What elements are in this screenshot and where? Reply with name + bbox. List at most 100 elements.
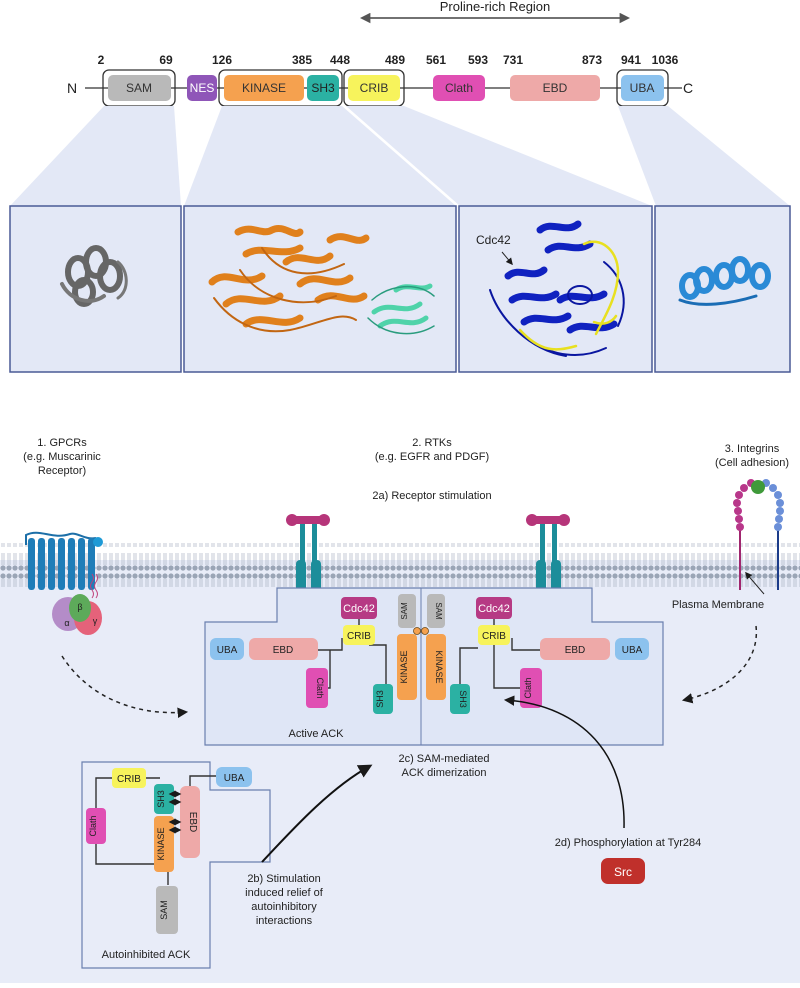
crib-domain <box>348 75 400 101</box>
clath-left-label: Clath <box>315 677 325 698</box>
position-1036: 1036 <box>652 53 679 67</box>
uba-structure-image <box>678 256 771 306</box>
crib-right <box>478 625 510 645</box>
structure-panels: Cdc42 <box>9 205 791 373</box>
sam-domain-label: SAM <box>126 81 152 95</box>
gpcr-subtitle-2: Receptor) <box>38 465 86 477</box>
sam-left <box>398 594 416 628</box>
crib-domain-label: CRIB <box>360 81 389 95</box>
cdc42-right <box>476 597 512 619</box>
sh3-left-label: SH3 <box>375 690 385 708</box>
src-kinase <box>601 858 645 884</box>
clath-domain <box>433 75 485 101</box>
active-ack-label: Active ACK <box>288 728 344 740</box>
domain-bar: N C SAM NES KINASE SH3 CRIB Clath EBD UB… <box>67 53 693 107</box>
callout-wedges <box>10 106 790 206</box>
ebd-right <box>540 638 610 660</box>
kinase-left-label: KINASE <box>399 650 409 683</box>
cdc42-left <box>341 597 377 619</box>
kinase-domain-label: KINASE <box>242 81 286 95</box>
sam-domain <box>108 75 171 101</box>
crib-right-label: CRIB <box>482 631 506 642</box>
position-489: 489 <box>385 53 405 67</box>
relief-label-line2: induced relief of <box>245 887 324 899</box>
cdc42-structure-arrow <box>501 251 513 266</box>
g-beta-label: β <box>77 602 82 612</box>
crib-left-label: CRIB <box>347 631 371 642</box>
g-protein: α β γ <box>52 573 102 635</box>
position-593: 593 <box>468 53 488 67</box>
position-69: 69 <box>159 53 173 67</box>
crib-left <box>343 625 375 645</box>
uba-autoinhibited <box>216 767 252 787</box>
position-731: 731 <box>503 53 523 67</box>
clath-autoinhibited <box>86 808 106 844</box>
ebd-autoinhibited-label: EBD <box>187 812 198 833</box>
dimerization-label-line1: 2c) SAM-mediated <box>398 753 489 765</box>
kinase-right <box>426 634 446 700</box>
sam-wedge <box>10 106 181 206</box>
receptor-stimulation-label: 2a) Receptor stimulation <box>372 490 491 502</box>
uba-wedge <box>618 106 790 206</box>
kinase-left <box>397 634 417 700</box>
uba-right-label: UBA <box>622 645 643 656</box>
src-kinase-label: Src <box>614 865 632 879</box>
position-941: 941 <box>621 53 641 67</box>
integrin-receptor <box>733 479 784 590</box>
ebd-autoinhibited <box>180 786 200 858</box>
proline-rich-label: Proline-rich Region <box>440 0 551 14</box>
crib-wedge <box>346 106 652 206</box>
cdc42-right-label: Cdc42 <box>478 603 510 615</box>
clath-right <box>520 668 542 708</box>
cdc42-structure-label: Cdc42 <box>476 233 511 247</box>
dimerization-label-line2: ACK dimerization <box>402 767 487 779</box>
sam-right <box>427 594 445 628</box>
phosphorylation-arrow <box>503 695 625 829</box>
sh3-right <box>450 684 470 714</box>
integrin-title: 3. Integrins <box>725 443 780 455</box>
relief-label-line4: interactions <box>256 915 313 927</box>
position-2: 2 <box>98 53 105 67</box>
uba-autoinhibited-label: UBA <box>224 773 245 784</box>
nes-domain-label: NES <box>190 81 215 95</box>
kinase-domain <box>224 75 304 101</box>
sam-left-label: SAM <box>400 602 409 620</box>
clath-autoinhibited-label: Clath <box>88 815 98 836</box>
kinase-right-label: KINASE <box>434 650 444 683</box>
uba-left <box>210 638 244 660</box>
relief-label-line1: 2b) Stimulation <box>247 873 320 885</box>
autoinhibited-ack-label: Autoinhibited ACK <box>102 949 191 961</box>
position-126: 126 <box>212 53 232 67</box>
position-561: 561 <box>426 53 446 67</box>
rtk-subtitle: (e.g. EGFR and PDGF) <box>375 451 489 463</box>
position-448: 448 <box>330 53 350 67</box>
crib-autoinhibited-label: CRIB <box>117 774 141 785</box>
kinase-autoinhibited-label: KINASE <box>156 827 166 860</box>
phosphorylation-label: 2d) Phosphorylation at Tyr284 <box>555 837 702 849</box>
ebd-right-label: EBD <box>565 645 586 656</box>
sam-autoinhibited-label: SAM <box>159 900 169 920</box>
sh3-domain <box>307 75 339 101</box>
g-alpha-label: α <box>64 618 69 628</box>
clath-left <box>306 668 328 708</box>
gpcr-title: 1. GPCRs <box>37 437 87 449</box>
sam-autoinhibited <box>156 886 178 934</box>
sh3-right-label: SH3 <box>458 690 468 708</box>
plasma-membrane-lipids <box>0 543 800 587</box>
uba-right <box>615 638 649 660</box>
relief-label-line3: autoinhibitory <box>251 901 317 913</box>
clath-domain-label: Clath <box>445 81 473 95</box>
uba-left-label: UBA <box>217 645 238 656</box>
sh3-left <box>373 684 393 714</box>
integrin-subtitle: (Cell adhesion) <box>715 457 789 469</box>
uba-domain-label: UBA <box>630 81 655 95</box>
ebd-domain-label: EBD <box>543 81 568 95</box>
pathway-schematic: 1. GPCRs (e.g. Muscarinic Receptor) 2. R… <box>0 437 800 983</box>
kinase-sh3-wedge <box>184 106 456 206</box>
proline-rich-region: Proline-rich Region <box>359 0 631 24</box>
plasma-membrane-label: Plasma Membrane <box>672 599 764 611</box>
crib-cdc42-structure-panel <box>458 205 653 373</box>
sam-structure-image <box>60 245 128 307</box>
